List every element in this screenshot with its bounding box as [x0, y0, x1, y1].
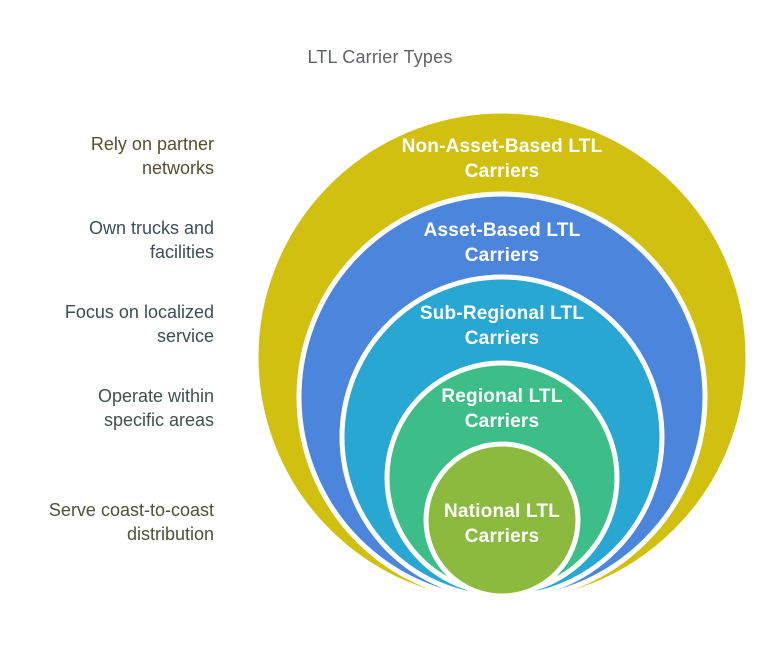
- description-regional: Operate within specific areas: [4, 384, 214, 432]
- ring-label-non-asset-based: Non-Asset-Based LTL Carriers: [362, 134, 642, 184]
- description-sub-regional: Focus on localized service: [4, 300, 214, 348]
- ring-label-line: Asset-Based LTL: [423, 220, 581, 241]
- circle-national-ltl-carriers: [423, 441, 581, 599]
- description-line: Operate within: [97, 386, 214, 406]
- ring-label-line: Carriers: [464, 526, 540, 547]
- ring-label-line: Carriers: [464, 161, 540, 182]
- description-line: service: [156, 326, 214, 346]
- ring-label-line: Carriers: [464, 328, 540, 349]
- description-line: specific areas: [103, 410, 214, 430]
- ring-label-line: Carriers: [464, 245, 540, 266]
- description-line: Rely on partner: [90, 134, 214, 154]
- ring-label-line: Sub-Regional LTL: [419, 303, 585, 324]
- ring-label-line: National LTL: [443, 501, 561, 522]
- description-line: Focus on localized: [64, 302, 214, 322]
- description-asset-based: Own trucks and facilities: [4, 216, 214, 264]
- description-line: Own trucks and: [88, 218, 214, 238]
- description-national: Serve coast-to-coast distribution: [4, 498, 214, 546]
- description-line: facilities: [149, 242, 214, 262]
- ring-label-line: Non-Asset-Based LTL: [401, 136, 603, 157]
- ring-label-national: National LTL Carriers: [362, 499, 642, 549]
- ring-label-regional: Regional LTL Carriers: [362, 384, 642, 434]
- ring-label-sub-regional: Sub-Regional LTL Carriers: [362, 301, 642, 351]
- diagram-title: LTL Carrier Types: [307, 47, 453, 67]
- description-line: Serve coast-to-coast: [48, 500, 214, 520]
- ring-label-asset-based: Asset-Based LTL Carriers: [362, 218, 642, 268]
- description-line: distribution: [126, 524, 214, 544]
- description-non-asset-based: Rely on partner networks: [4, 132, 214, 180]
- ring-label-line: Regional LTL: [441, 386, 563, 407]
- ring-label-line: Carriers: [464, 411, 540, 432]
- description-line: networks: [141, 158, 214, 178]
